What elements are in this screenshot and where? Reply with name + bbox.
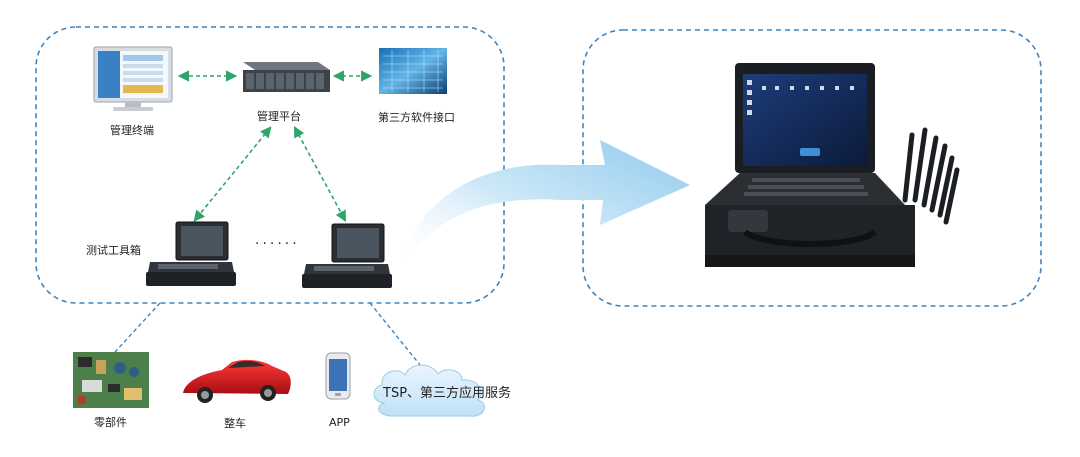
ellipsis: ······ [255, 236, 300, 252]
circuit-board-icon [73, 352, 149, 408]
server-icon [243, 62, 330, 92]
car-icon [183, 359, 291, 403]
cloud-icon [373, 364, 485, 417]
transition-arrow [400, 140, 690, 270]
test-toolbox-icon-left [146, 221, 236, 286]
arrow-platform-toolbox-right [293, 126, 347, 222]
connector-to-services [369, 302, 421, 366]
label-management-platform: 管理平台 [257, 110, 301, 123]
label-components: 零部件 [94, 416, 127, 429]
test-toolbox-icon-right [302, 223, 392, 288]
rugged-laptop-icon [705, 63, 960, 267]
label-management-terminal: 管理终端 [110, 124, 154, 137]
label-vehicle: 整车 [224, 417, 246, 430]
label-tsp-services: TSP、第三方应用服务 [383, 386, 512, 401]
right-group-border [582, 29, 1042, 307]
management-terminal-icon [93, 46, 173, 111]
arrow-platform-toolbox-left [193, 126, 272, 222]
label-test-toolbox: 测试工具箱 [86, 244, 141, 257]
label-app: APP [329, 416, 350, 429]
phone-icon [325, 352, 351, 400]
label-third-party-interface: 第三方软件接口 [378, 111, 455, 124]
software-interface-icon [379, 48, 447, 94]
connector-to-components [114, 302, 161, 353]
left-group-border [35, 26, 505, 304]
